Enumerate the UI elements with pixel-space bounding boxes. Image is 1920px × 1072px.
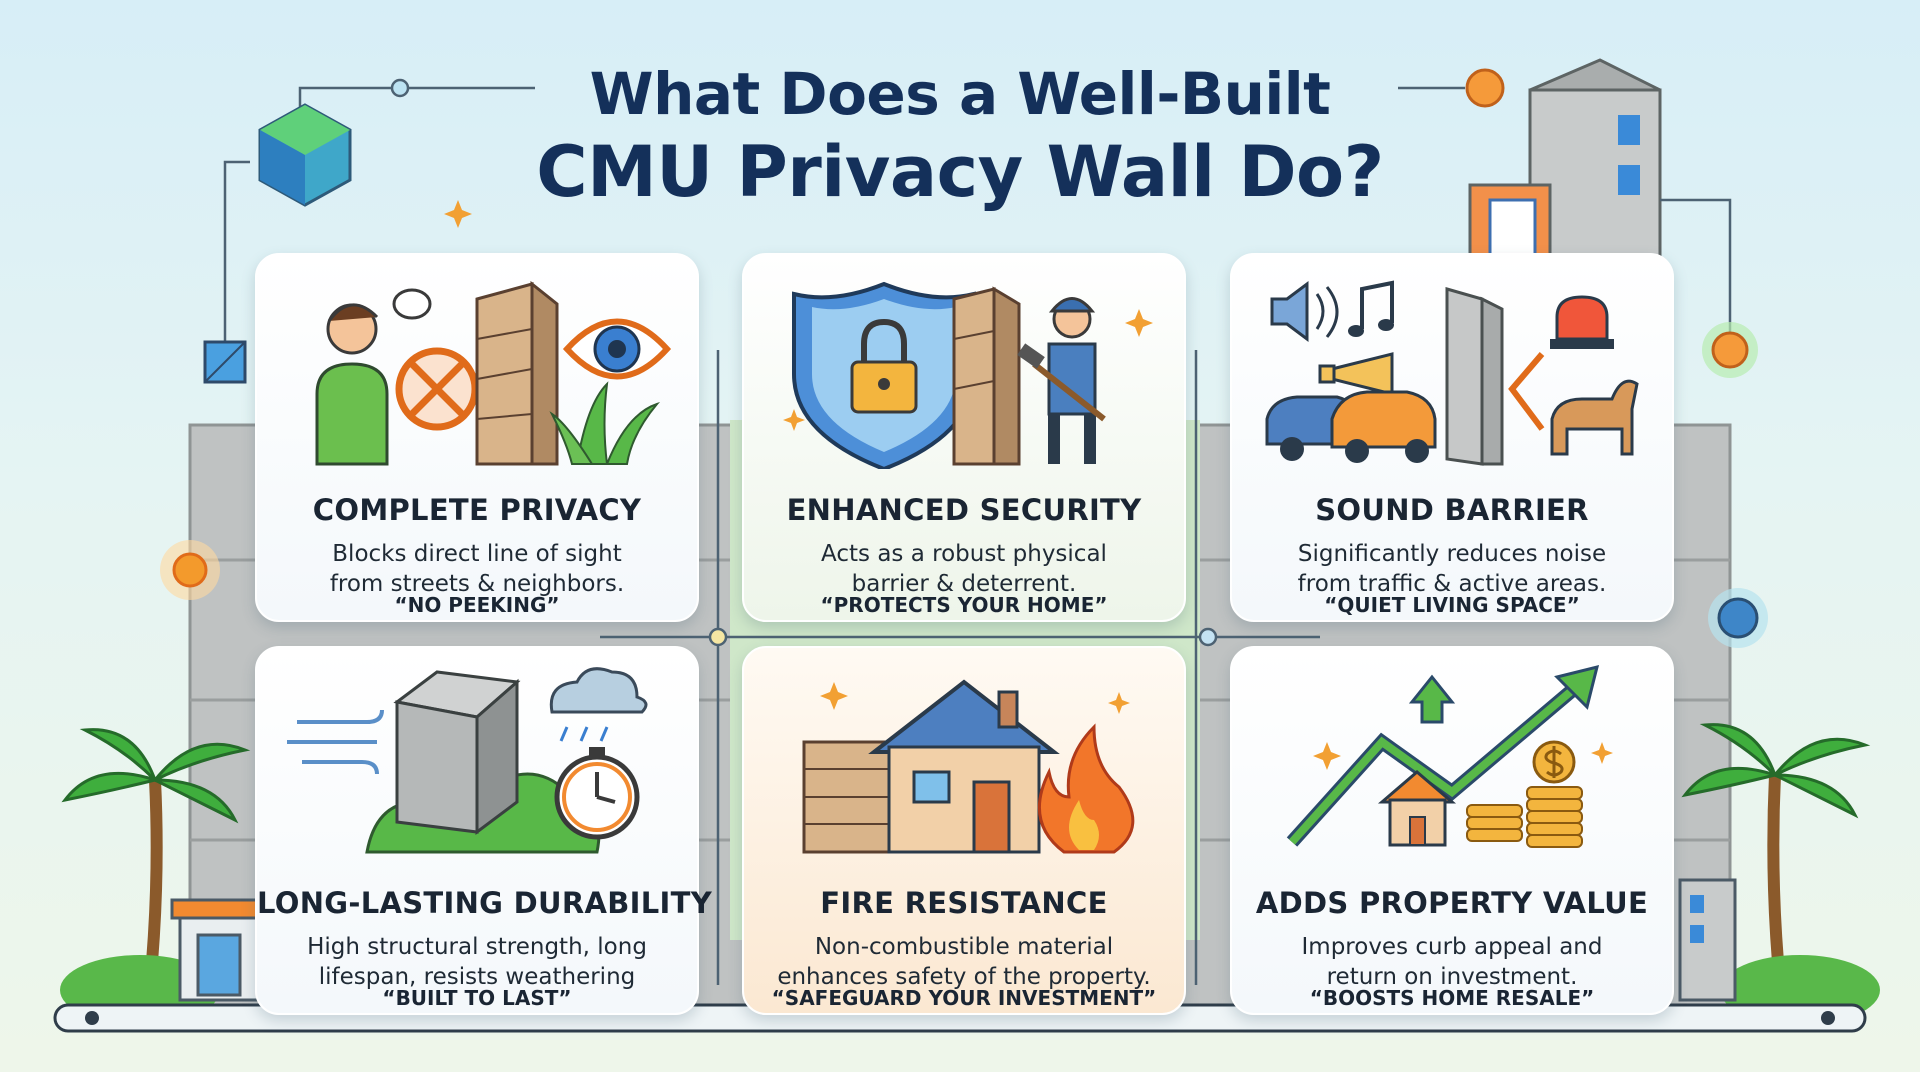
value-illustration [1286,664,1613,848]
card-description-line: Significantly reduces noise [1297,541,1607,567]
card-tagline: “BOOSTS HOME RESALE” [1309,986,1595,1010]
card-long-lasting-durability: LONG-LASTING DURABILITY High structural … [255,646,712,1015]
sparkle-icon [1108,692,1130,714]
card-tagline: “PROTECTS YOUR HOME” [820,593,1108,617]
sparkle-icon [783,409,805,431]
card-adds-property-value: ADDS PROPERTY VALUE Improves curb appeal… [1230,646,1674,1015]
card-description-line: from traffic & active areas. [1297,571,1607,597]
circuit-lines [223,78,1732,985]
siren-icon [1550,295,1614,349]
page-title-line1: What Does a Well-Built [589,60,1331,128]
small-building-icon [1678,878,1737,1002]
card-enhanced-security: ENHANCED SECURITY Acts as a robust physi… [742,253,1186,622]
up-arrow-icon [1408,674,1456,724]
card-title: SOUND BARRIER [1315,493,1589,527]
card-description-line: Blocks direct line of sight [332,541,622,567]
sparkle-icon [444,200,472,228]
card-tagline: “BUILT TO LAST” [382,986,572,1010]
horn-icon [1318,352,1394,396]
sparkle-icon [1125,309,1153,337]
card-description: Blocks direct line of sight from streets… [267,539,687,599]
card-description: Significantly reduces noise from traffic… [1242,539,1662,599]
card-description: High structural strength, long lifespan,… [267,932,687,992]
card-tagline: “QUIET LIVING SPACE” [1324,593,1580,617]
rain-cloud-icon [549,667,648,742]
sparkle-icon [1591,742,1613,764]
sound-wave-icon [1508,352,1545,431]
card-description: Improves curb appeal and return on inves… [1242,932,1662,992]
card-title: ADDS PROPERTY VALUE [1255,886,1649,920]
house-icon [868,679,1060,854]
sound-illustration [1265,280,1639,466]
square-node-icon [203,340,247,384]
card-description-line: barrier & deterrent. [851,571,1077,597]
card-description-line: Non-combustible material [814,934,1114,960]
padlock-icon [850,318,918,414]
speech-bubble-icon [392,288,432,320]
fire-icon [1037,723,1135,854]
small-building-icon [170,898,270,1002]
card-title: ENHANCED SECURITY [786,493,1142,527]
brick-wall-icon [475,280,559,466]
page-title: What Does a Well-Built CMU Privacy Wall … [460,58,1460,214]
speaker-icon [1270,281,1339,342]
orange-dot-icon [1465,68,1505,108]
card-title: LONG-LASTING DURABILITY [257,886,712,920]
music-note-icon [1348,280,1394,337]
house-icon [1377,770,1457,847]
trend-arrow-icon [1286,664,1600,847]
card-description-line: High structural strength, long [307,934,647,960]
card-complete-privacy: COMPLETE PRIVACY Blocks direct line of s… [255,253,699,622]
card-sound-barrier: SOUND BARRIER Significantly reduces nois… [1230,253,1674,622]
card-tagline: “SAFEGUARD YOUR INVESTMENT” [771,986,1157,1010]
privacy-illustration [315,280,672,466]
card-description: Non-combustible material enhances safety… [754,932,1174,992]
person-icon [315,303,389,466]
no-sign-icon [395,347,479,431]
globe-icon [1717,597,1759,639]
brick-wall-icon [1445,287,1504,466]
stopwatch-icon [554,747,640,840]
security-illustration [783,281,1153,469]
card-title: FIRE RESISTANCE [820,886,1108,920]
dog-icon [1550,379,1639,456]
cube-icon [258,103,352,207]
card-title: COMPLETE PRIVACY [312,493,642,527]
card-tagline: “NO PEEKING” [394,593,560,617]
orange-node-icon [1711,331,1749,369]
brick-wall-icon [952,286,1021,466]
card-description: Acts as a robust physical barrier & dete… [754,539,1174,599]
car-icon [1265,390,1437,463]
page-title-line2: CMU Privacy Wall Do? [536,131,1384,213]
sparkle-icon [820,682,848,710]
fire-illustration [802,679,1135,854]
concrete-block-icon [393,670,521,835]
hammer-icon [1017,343,1106,422]
sparkle-icon [1313,742,1341,770]
card-description-line: enhances safety of the property. [777,964,1151,990]
card-description-line: Acts as a robust physical [821,541,1107,567]
durability-illustration [287,667,648,854]
eye-icon [562,318,672,380]
card-description-line: return on investment. [1326,964,1578,990]
dollar-coin-icon [1532,740,1576,784]
card-description-line: from streets & neighbors. [329,571,625,597]
wind-icon [287,709,384,775]
brick-wall-icon [802,740,891,854]
card-fire-resistance: FIRE RESISTANCE Non-combustible material… [742,646,1186,1015]
coin-stack-icon [1466,786,1583,848]
plant-icon [549,381,661,465]
card-description-line: lifespan, resists weathering [318,964,636,990]
card-description-line: Improves curb appeal and [1301,934,1603,960]
